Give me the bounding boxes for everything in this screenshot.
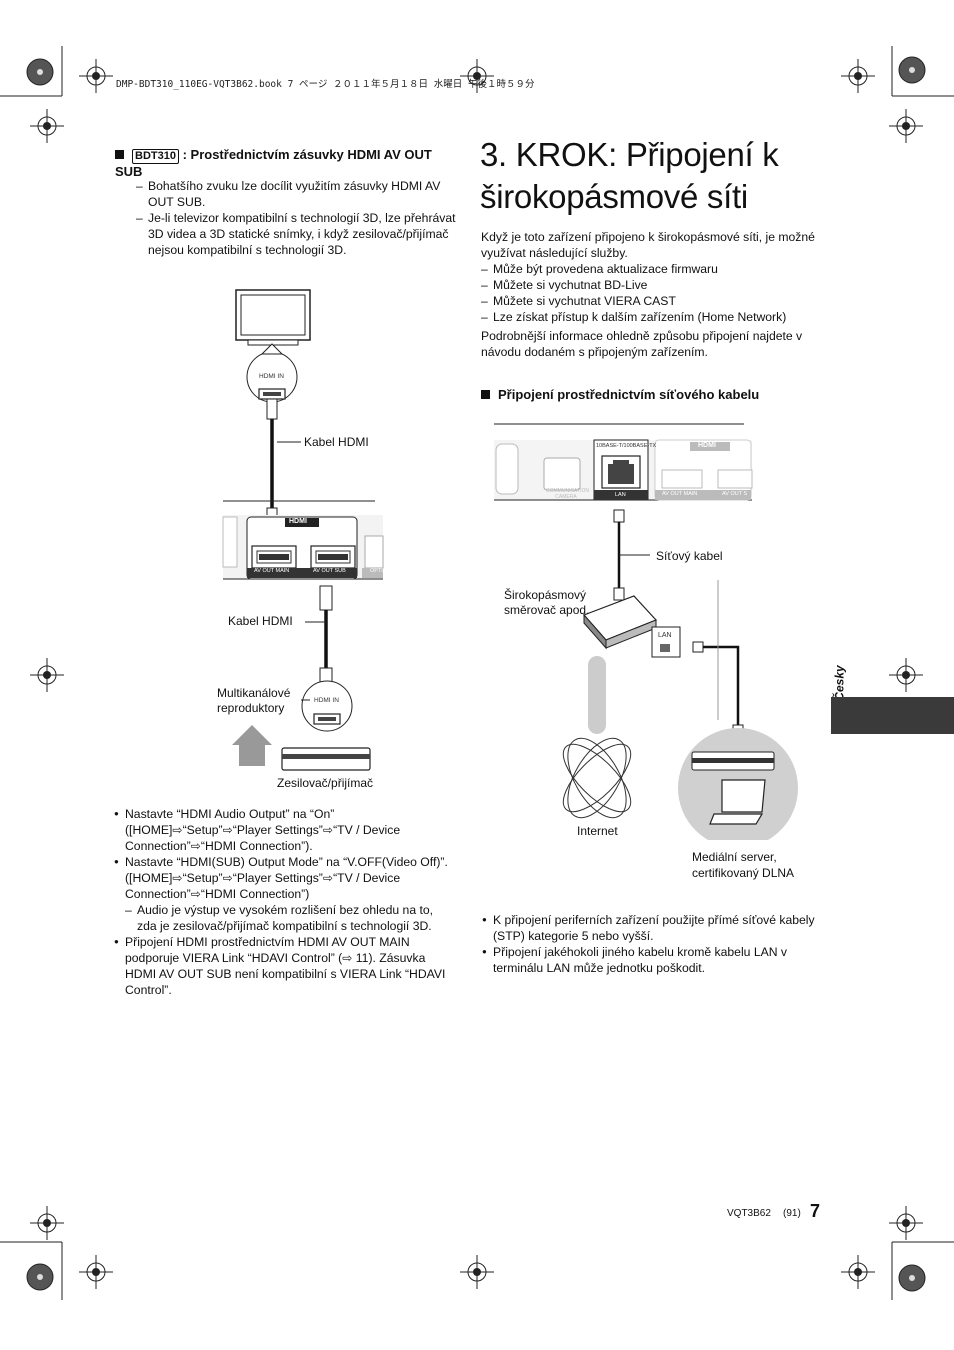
hdmi-logo-right: HDMI [698, 442, 716, 449]
optical-label: OPTI [370, 568, 383, 574]
bullet-item: K připojení periferních zařízení použijt… [482, 912, 817, 944]
services-list: Může být provedena aktualizace firmwaru … [481, 261, 821, 325]
av-out-main-label: AV OUT MAIN [254, 568, 290, 574]
network-cable-label: Síťový kabel [656, 549, 723, 563]
router-lan-label: LAN [658, 632, 672, 639]
amplifier-label: Zesilovač/přijímač [277, 776, 374, 790]
square-bullet-icon [115, 150, 124, 159]
hdmi-in-top-label: HDMI IN [259, 373, 284, 380]
intro-text: Když je toto zařízení připojeno k široko… [481, 230, 815, 260]
bullet-item: Připojení HDMI prostřednictvím HDMI AV O… [114, 934, 454, 998]
bullet-item: Nastavte “HDMI Audio Output” na “On” ([H… [114, 806, 454, 854]
internet-globe-icon [562, 737, 632, 819]
bullet-item: Připojení jakéhokoli jiného kabelu kromě… [482, 944, 817, 976]
service-item: Můžete si vychutnat BD-Live [481, 277, 821, 293]
cable-label-2: Kabel HDMI [228, 614, 293, 628]
page-title: 3. KROK: Připojení k širokopásmové síti [480, 136, 779, 215]
page-number: 7 [810, 1201, 821, 1221]
left-bullets: Nastavte “HDMI Audio Output” na “On” ([H… [114, 806, 454, 998]
network-connection-diagram [494, 423, 798, 840]
hdmi-in-bottom-label: HDMI IN [314, 697, 339, 704]
bullet-sub-note: Audio je výstup ve vysokém rozlišení bez… [125, 902, 454, 934]
note-item: Bohatšího zvuku lze docílit využitím zás… [136, 178, 458, 210]
language-tab [831, 697, 954, 734]
tv-icon [235, 289, 311, 346]
file-header: DMP-BDT310_110EG-VQT3B62.book 7 ページ ２０１１… [116, 79, 535, 90]
left-section-heading: BDT310 : Prostřednictvím zásuvky HDMI AV… [115, 147, 455, 179]
hdmi-logo-left: HDMI [289, 518, 307, 525]
note-item: Je-li televizor kompatibilní s technolog… [136, 210, 458, 258]
right-bullets: K připojení periferních zařízení použijt… [482, 912, 817, 976]
lan-port-label: LAN [615, 492, 626, 498]
av-out-main-right: AV OUT MAIN [662, 491, 698, 497]
language-label: Česky [832, 665, 847, 701]
laptop-icon [709, 779, 766, 825]
service-item: Lze získat přístup k dalším zařízením (H… [481, 309, 821, 325]
cable-label-1: Kabel HDMI [304, 435, 369, 449]
left-notes: Bohatšího zvuku lze docílit využitím zás… [136, 178, 458, 258]
speakers-label: Multikanálové reproduktory [217, 686, 291, 715]
model-tag: BDT310 [132, 149, 179, 164]
right-section-title: Připojení prostřednictvím síťového kabel… [498, 387, 760, 402]
port-label: 10BASE-T/100BASE-TX [596, 443, 657, 449]
hdmi-connection-diagram [222, 289, 384, 771]
internet-label: Internet [577, 824, 618, 838]
right-section-heading: Připojení prostřednictvím síťového kabel… [481, 387, 821, 402]
left-section-title: : Prostřednictvím zásuvky HDMI AV OUT SU… [115, 147, 432, 179]
doc-code: VQT3B62 [727, 1208, 771, 1219]
bullet-item: Nastavte “HDMI(SUB) Output Mode” na “V.O… [114, 854, 454, 934]
sub-page-number: (91) [783, 1208, 801, 1219]
media-server-label: Mediální server, certifikovaný DLNA [692, 850, 795, 880]
router-label: Širokopásmový směrovač apod. [504, 588, 590, 617]
square-bullet-icon [481, 390, 490, 399]
service-item: Může být provedena aktualizace firmwaru [481, 261, 821, 277]
service-item: Můžete si vychutnat VIERA CAST [481, 293, 821, 309]
av-out-s-right: AV OUT S [722, 491, 748, 497]
av-out-sub-label: AV OUT SUB [313, 568, 346, 574]
details-text: Podrobnější informace ohledně způsobu př… [481, 329, 803, 359]
comm-camera-label: COMMUNICATION CAMERA [546, 488, 589, 500]
